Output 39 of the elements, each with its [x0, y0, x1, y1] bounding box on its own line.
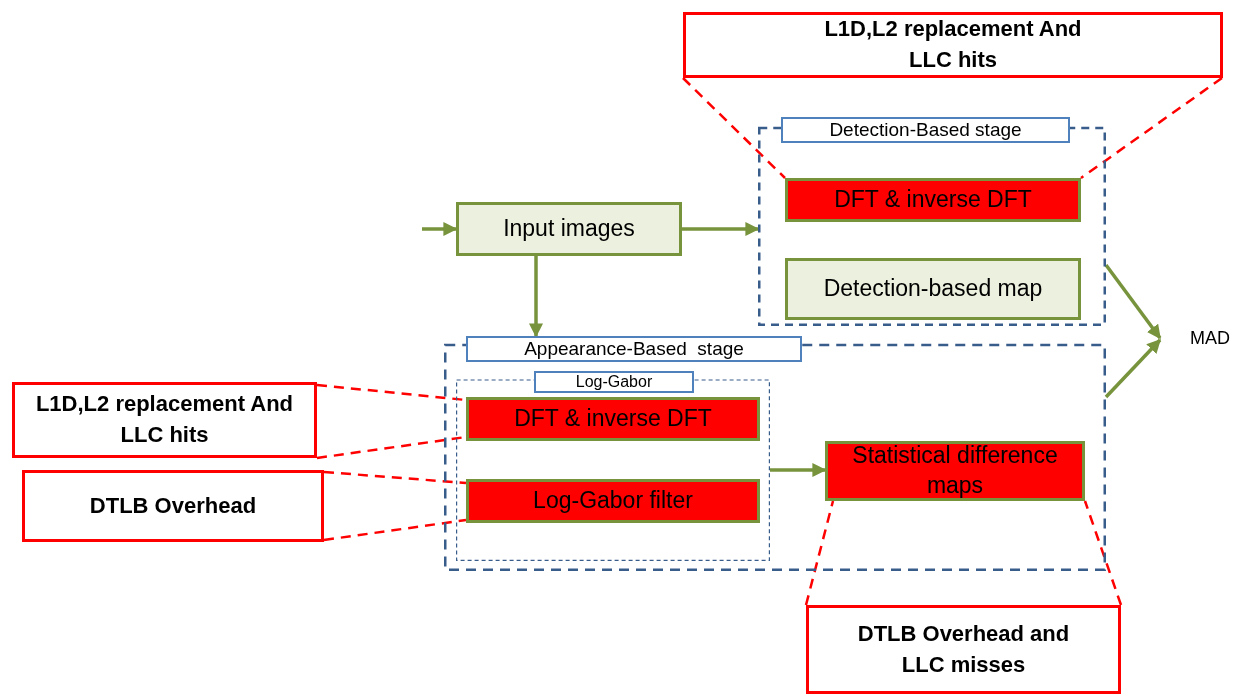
- box-label: Input images: [503, 214, 635, 244]
- dashed-stage-group: [456, 371, 770, 561]
- highlighted-process-box: [466, 479, 760, 523]
- stage-title: Detection-Based stage: [781, 117, 1070, 143]
- highlighted-process-box: [825, 441, 1085, 501]
- callout-leader-line: [323, 470, 467, 485]
- highlighted-process-box: [785, 178, 1081, 222]
- callout-leader-line: [1080, 76, 1223, 180]
- box-label: DFT & inverse DFT: [834, 185, 1032, 215]
- process-box: [785, 258, 1081, 320]
- arrow: [529, 256, 543, 338]
- callout-leader-line: [682, 77, 786, 179]
- callout-leader-line: [323, 518, 467, 542]
- box-label: DTLB Overhead: [89, 491, 257, 520]
- callout-leader-line: [1083, 500, 1123, 606]
- arrow: [1104, 338, 1162, 399]
- arrow: [682, 222, 760, 236]
- box-label: L1D,L2 replacement And LLC hits: [823, 15, 1083, 74]
- stage-title: Log-Gabor: [534, 371, 694, 393]
- arrow: [770, 463, 827, 477]
- highlighted-process-box: [466, 397, 760, 441]
- box-label: DTLB Overhead and LLC misses: [856, 619, 1071, 679]
- box-label: Statistical difference maps: [851, 441, 1059, 500]
- dashed-stage-group: [758, 117, 1106, 326]
- callout-box: [683, 12, 1223, 78]
- output-label-text: MAD: [1190, 327, 1230, 349]
- arrow: [422, 222, 458, 236]
- box-label: DFT & inverse DFT: [514, 404, 712, 434]
- callout-leader-line: [804, 500, 835, 606]
- box-label: L1D,L2 replacement And LLC hits: [34, 390, 295, 449]
- arrow: [1104, 263, 1162, 340]
- stage-title: Appearance-Based stage: [466, 336, 802, 362]
- callout-box: [12, 382, 317, 458]
- callout-box: [806, 605, 1121, 694]
- box-label: Log-Gabor filter: [533, 486, 693, 516]
- box-label: Detection-based map: [823, 274, 1043, 304]
- process-box: [456, 202, 682, 256]
- callout-box: [22, 470, 324, 542]
- dashed-stage-group: [444, 336, 1106, 571]
